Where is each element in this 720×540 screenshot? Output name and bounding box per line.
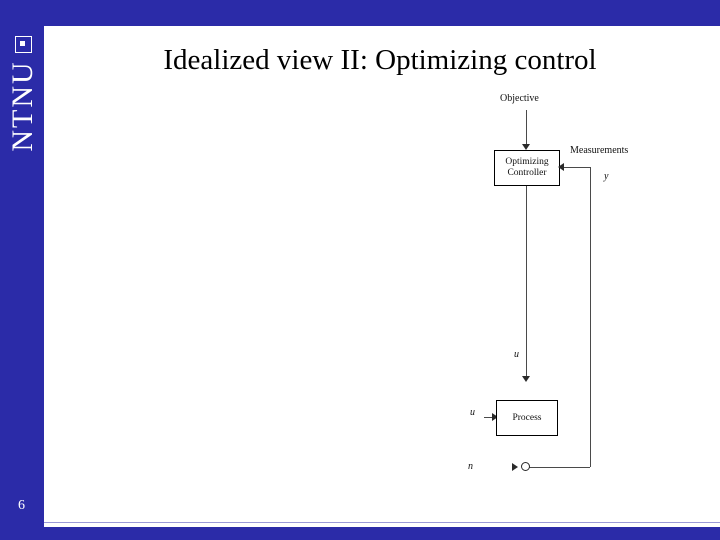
measurement-feedback-vertical	[590, 167, 591, 467]
slide-left-bar	[0, 0, 44, 540]
output-summing-node	[521, 462, 530, 471]
input-top-label: u	[514, 349, 519, 360]
page-title: Idealized view II: Optimizing control	[163, 44, 597, 76]
process-label: Process	[512, 412, 542, 423]
ntnu-logo-mark-icon	[15, 36, 32, 53]
objective-label: Objective	[500, 93, 539, 104]
output-arrow-head-icon	[512, 463, 518, 471]
measurement-feedback-arrow-head-icon	[558, 163, 564, 171]
measurements-label: Measurements	[570, 145, 629, 156]
slide-top-bar	[44, 0, 720, 26]
slide-divider-line	[44, 522, 720, 523]
ntnu-logo-text: NTNU	[6, 60, 39, 152]
input-left-label: u	[470, 407, 475, 418]
objective-arrow-line	[526, 110, 527, 146]
controller-output-arrow-head-icon	[522, 376, 530, 382]
measurement-feedback-horizontal	[560, 167, 590, 168]
ntnu-logo: NTNU	[6, 36, 40, 171]
process-input-arrow-head-icon	[492, 413, 498, 421]
output-symbol-label: n	[468, 461, 473, 472]
objective-arrow-head-icon	[522, 144, 530, 150]
measurement-feedback-bottom	[528, 467, 590, 468]
measurement-symbol-label: y	[604, 171, 609, 182]
process-box: Process	[496, 400, 558, 436]
controller-output-line	[526, 186, 527, 376]
slide-bottom-bar	[44, 527, 720, 540]
process-input-line	[484, 417, 494, 418]
page-number: 6	[18, 498, 25, 513]
